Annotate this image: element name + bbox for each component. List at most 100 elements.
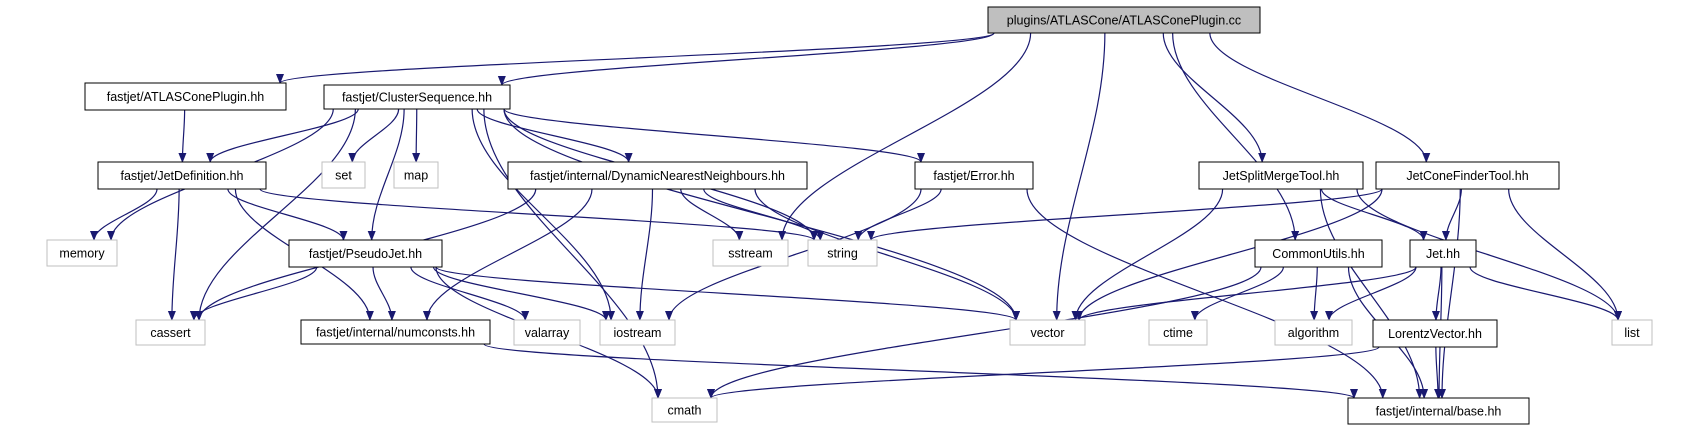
node-jet[interactable]: Jet.hh [1409,239,1477,268]
edge-root-to-atlas_hh [276,32,995,84]
node-box-list [1611,319,1653,346]
edge-commonutils-to-algorithm [1310,266,1319,321]
node-box-valarray [513,319,581,346]
node-error[interactable]: fastjet/Error.hh [914,161,1034,190]
edge-root-to-jsm [1162,32,1267,163]
node-label-valarray: valarray [525,326,570,340]
node-label-jetdef: fastjet/JetDefinition.hh [121,169,244,183]
edge-root-to-sstream [778,32,1032,241]
edge-clusterseq-to-jetdef [206,108,359,163]
edge-jetdef-to-cassert [167,188,180,321]
edge-jcf-to-jet [1441,188,1462,241]
node-label-base: fastjet/internal/base.hh [1376,405,1502,419]
edge-jetdef-to-pseudojet [227,188,348,241]
node-label-lorentz: LorentzVector.hh [1388,327,1482,341]
node-label-jet: Jet.hh [1426,247,1460,261]
node-label-iostream: iostream [614,326,662,340]
node-box-jet [1409,239,1477,268]
node-lorentz[interactable]: LorentzVector.hh [1372,319,1498,348]
node-jcf[interactable]: JetConeFinderTool.hh [1375,161,1560,190]
node-label-algorithm: algorithm [1288,326,1339,340]
node-box-ctime [1148,319,1208,346]
edge-jsm-to-jet [1320,188,1428,241]
node-label-map: map [404,169,428,183]
node-base[interactable]: fastjet/internal/base.hh [1347,397,1530,425]
edge-jet-to-vector [1075,266,1417,321]
edge-atlas_hh-to-jetdef [178,109,187,163]
node-box-jsm [1198,161,1364,190]
edge-pseudojet-to-numconsts [372,266,396,321]
edge-lorentz-to-base [1434,346,1443,399]
edge-jcf-to-vector [1075,188,1383,321]
edge-pseudojet-to-iostream [432,266,610,321]
node-jetdef[interactable]: fastjet/JetDefinition.hh [97,161,267,190]
node-label-commonutils: CommonUtils.hh [1272,247,1364,261]
node-label-set: set [335,169,352,183]
node-algorithm: algorithm [1274,319,1353,346]
node-box-algorithm [1274,319,1353,346]
node-label-atlas_hh: fastjet/ATLASConePlugin.hh [107,90,265,104]
node-ctime: ctime [1148,319,1208,346]
node-box-dnn [507,161,808,190]
node-map: map [393,161,439,189]
node-box-root [987,6,1261,34]
node-label-cassert: cassert [150,326,191,340]
node-commonutils[interactable]: CommonUtils.hh [1254,239,1383,268]
edge-root-to-clusterseq [498,32,995,86]
node-box-commonutils [1254,239,1383,268]
edge-dnn-to-iostream [635,188,654,321]
node-label-root: plugins/ATLASCone/ATLASConePlugin.cc [1007,14,1241,28]
node-label-string: string [827,247,858,261]
edge-clusterseq-to-error [503,108,925,163]
edge-root-to-commonutils [1172,32,1300,241]
edge-jsm-to-base [1319,188,1424,399]
node-string: string [807,239,878,267]
edge-jsm-to-vector [1071,188,1224,321]
node-pseudojet[interactable]: fastjet/PseudoJet.hh [288,239,443,268]
node-set: set [321,161,366,189]
node-jsm[interactable]: JetSplitMergeTool.hh [1198,161,1364,190]
node-label-list: list [1624,326,1640,340]
node-clusterseq[interactable]: fastjet/ClusterSequence.hh [323,84,511,110]
node-list: list [1611,319,1653,346]
edge-commonutils-to-cmath [707,266,1262,399]
node-label-error: fastjet/Error.hh [933,169,1014,183]
edge-jcf-to-list [1508,188,1622,321]
edge-pseudojet-to-cassert [189,266,318,321]
node-label-cmath: cmath [667,404,701,418]
edge-commonutils-to-ctime [1190,266,1284,321]
node-label-jcf: JetConeFinderTool.hh [1406,169,1528,183]
node-iostream: iostream [599,319,676,346]
edge-numconsts-to-base [483,343,1358,399]
edge-jet-to-lorentz [1431,266,1442,321]
node-box-iostream [599,319,676,346]
node-label-memory: memory [59,247,105,261]
node-atlas_hh[interactable]: fastjet/ATLASConePlugin.hh [84,82,287,111]
node-label-vector: vector [1030,326,1064,340]
node-label-dnn: fastjet/internal/DynamicNearestNeighbour… [530,169,785,183]
node-label-pseudojet: fastjet/PseudoJet.hh [309,247,422,261]
node-box-base [1347,397,1530,425]
edge-clusterseq-to-pseudojet [367,108,405,241]
node-box-string [807,239,878,267]
node-dnn[interactable]: fastjet/internal/DynamicNearestNeighbour… [507,161,808,190]
edge-jetdef-to-string [259,188,818,241]
node-box-sstream [712,239,789,267]
node-box-memory [46,239,118,267]
node-label-ctime: ctime [1163,326,1193,340]
node-box-set [321,161,366,189]
node-box-clusterseq [323,84,511,110]
node-label-clusterseq: fastjet/ClusterSequence.hh [342,91,492,105]
edge-clusterseq-to-cassert [195,108,356,321]
node-root[interactable]: plugins/ATLASCone/ATLASConePlugin.cc [987,6,1261,34]
edge-lorentz-to-cmath [707,346,1380,399]
node-label-sstream: sstream [728,247,772,261]
node-label-numconsts: fastjet/internal/numconsts.hh [316,326,475,340]
node-box-cmath [651,397,718,423]
edge-jet-to-list [1469,266,1622,321]
edge-root-to-vector [1052,32,1106,321]
edge-clusterseq-to-dnn [476,108,633,163]
node-numconsts[interactable]: fastjet/internal/numconsts.hh [300,319,491,345]
node-label-jsm: JetSplitMergeTool.hh [1223,169,1340,183]
